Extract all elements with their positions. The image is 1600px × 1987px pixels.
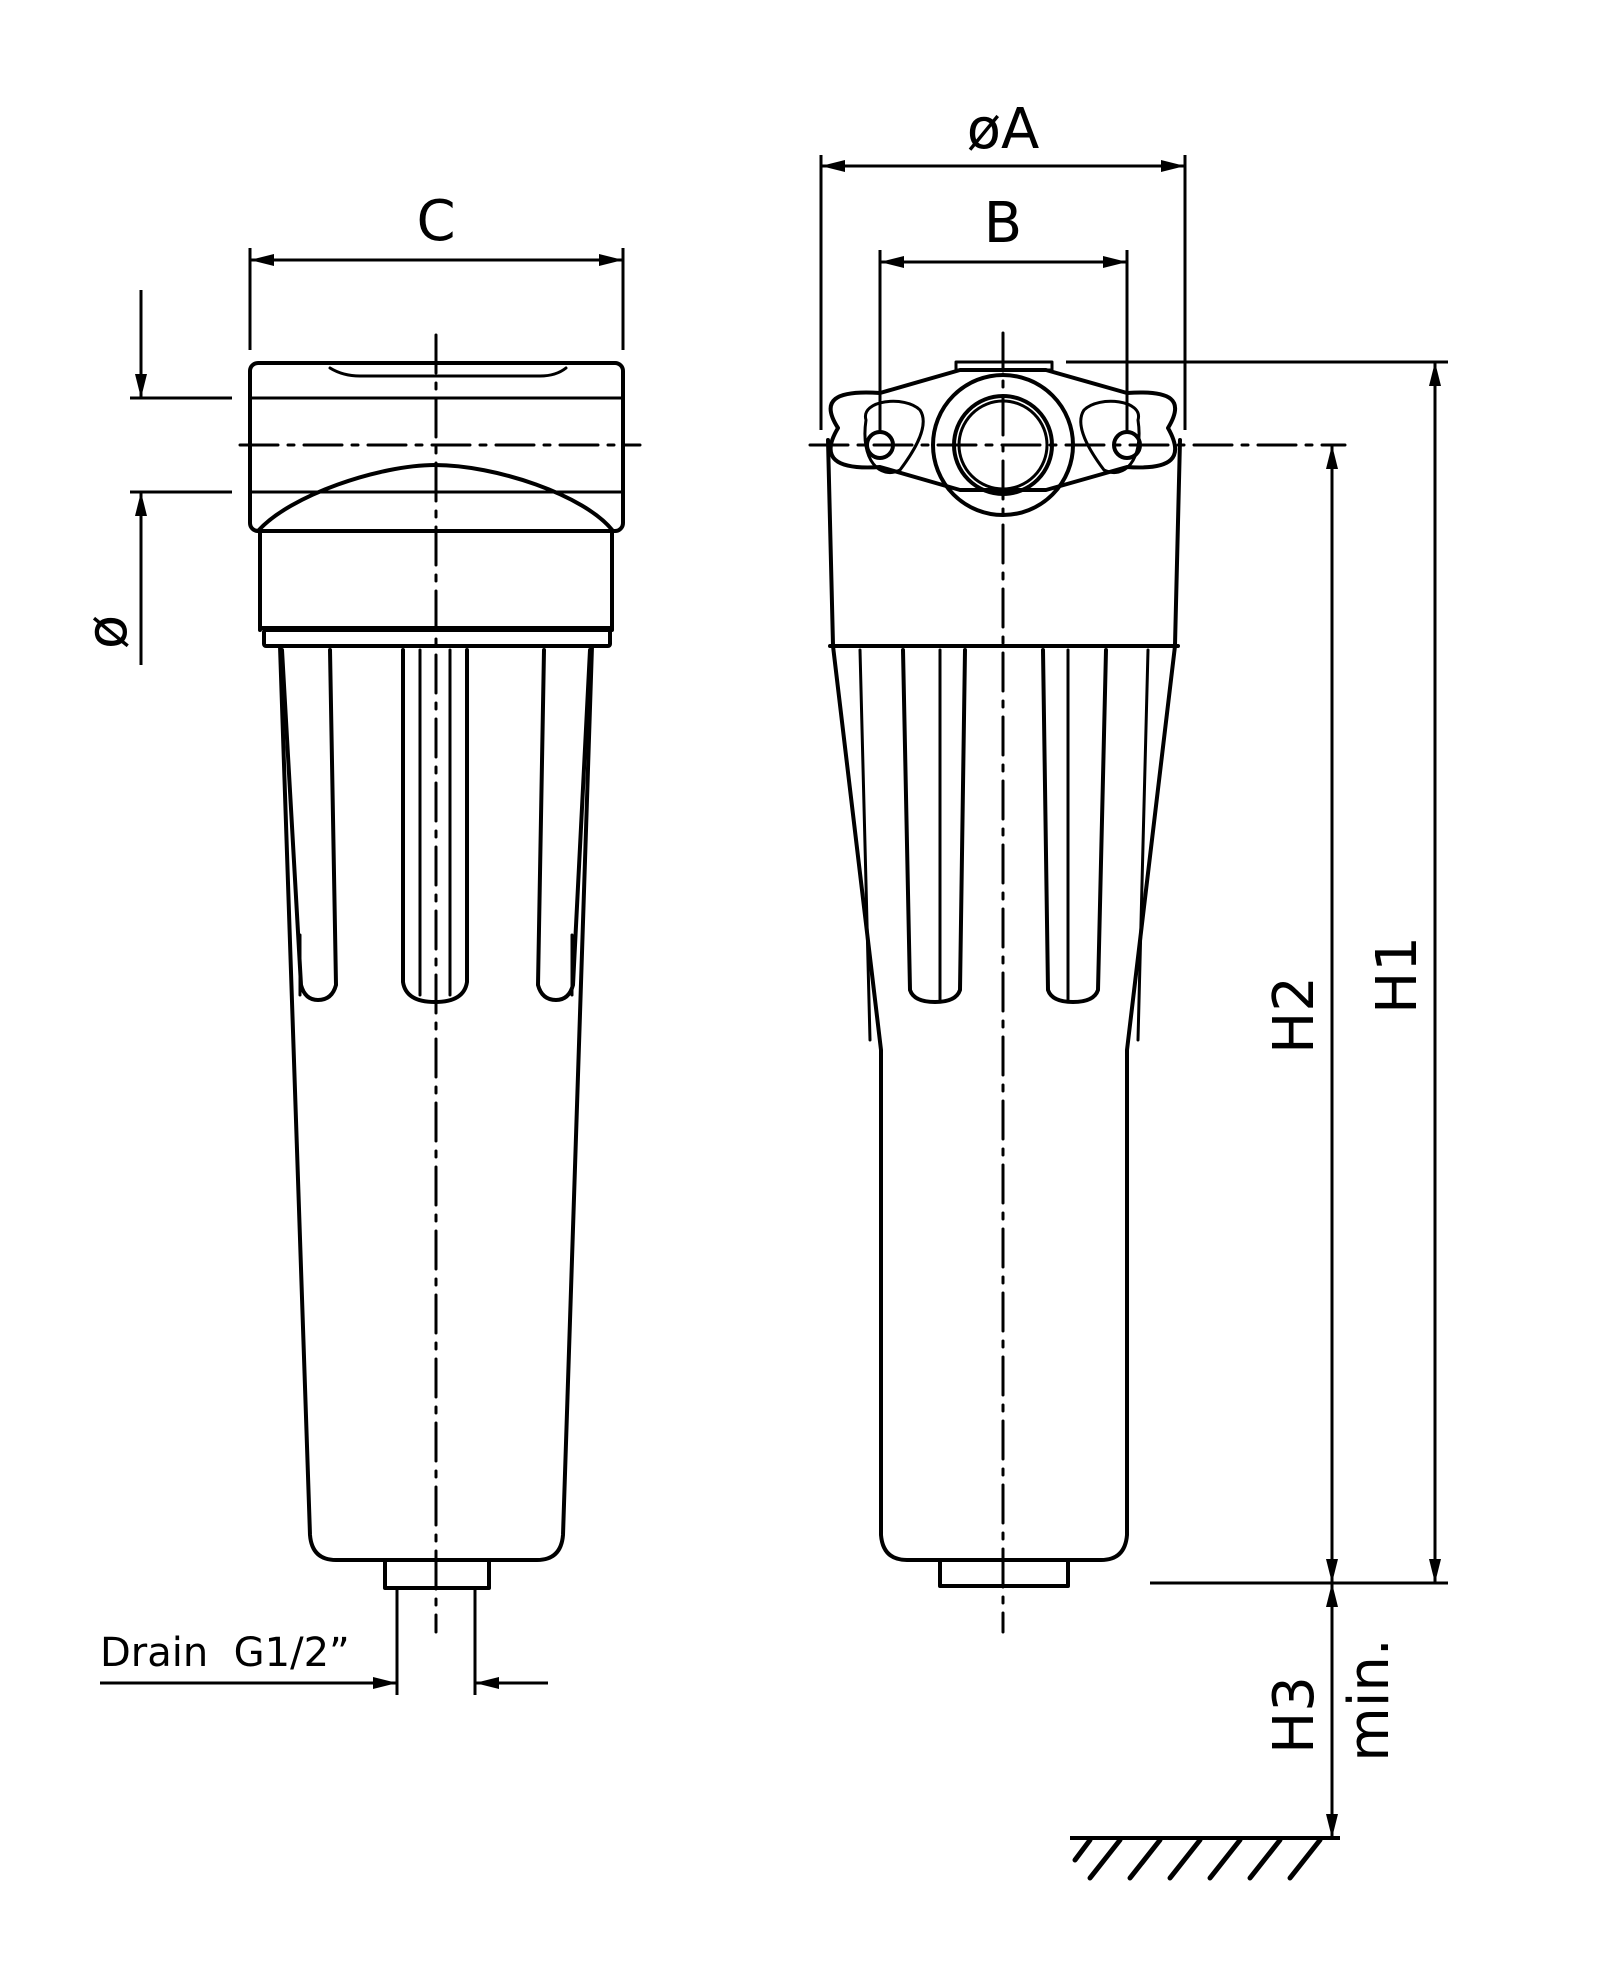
rib-front-1 [858,648,872,1042]
dim-h2-label: H2 [1262,976,1327,1054]
dimension-c [248,248,625,350]
dimension-a [819,155,1187,430]
flange [828,368,1178,492]
dim-h1-label: H1 [1365,936,1430,1014]
head-top-edge [328,366,568,378]
drain-dimension [100,1590,548,1695]
dim-diameter-label: ø [75,615,140,649]
dimension-port-diameter [130,290,232,665]
dim-h3-label: H3 [1262,1676,1327,1754]
dim-b-label: B [984,191,1022,256]
bolt-lobe-right [1079,399,1141,474]
rib-front-4 [1041,648,1108,1004]
dim-h3-note: min. [1337,1638,1402,1761]
rib-center-inner [418,648,452,997]
dim-a-label: øA [967,97,1040,162]
ground-hatch [1072,1837,1323,1881]
head-body [826,438,1182,647]
bolt-lobe-left [863,399,925,474]
dimension-heights [1066,360,1448,1840]
dimension-b [878,250,1129,432]
rib-front-2 [901,648,967,1004]
side-view [238,333,642,1634]
rib-left [280,648,338,1002]
rib-front-6 [1136,648,1150,1042]
dim-c-label: C [416,189,455,254]
neck [258,529,614,632]
drain-label: Drain G1/2” [100,1630,350,1676]
